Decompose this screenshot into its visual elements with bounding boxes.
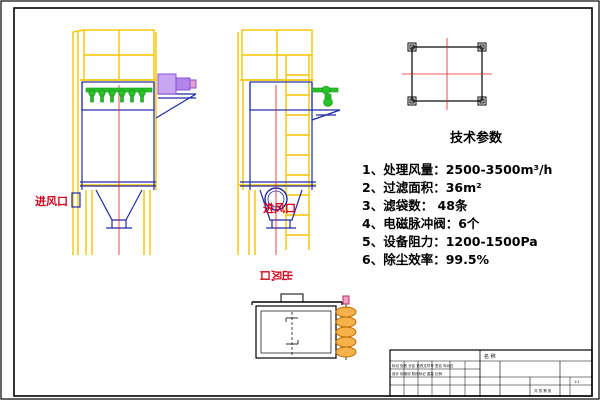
spec-line-1: 1、处理风量：2500-3500m³/h xyxy=(362,162,552,177)
side-view: 进风口 xyxy=(237,29,341,255)
section-view: 出风口 xyxy=(251,269,357,360)
spec-line-4: 4、电磁脉冲阀：6个 xyxy=(362,216,480,231)
side-valve xyxy=(311,85,339,107)
outlet-label-text: 出风口 xyxy=(259,269,294,282)
title-block xyxy=(389,349,593,397)
inlet-label-side: 进风口 xyxy=(263,201,296,215)
inlet-label-left: 进风口 xyxy=(35,194,68,208)
tb-row1: 标记 处数 分区 更改文件号 签名 年月日 xyxy=(392,363,454,368)
spec-line-2: 2、过滤面积：36m² xyxy=(362,180,482,195)
fan-motor xyxy=(157,73,197,95)
valve-coil-stack xyxy=(335,295,357,360)
technical-specs: 技术参数 1、处理风量：2500-3500m³/h 2、过滤面积：36m² 3、… xyxy=(362,130,552,267)
front-view: 进风口 xyxy=(35,29,197,255)
spec-line-5: 5、设备阻力：1200-1500Pa xyxy=(362,234,538,249)
pulse-valve-row xyxy=(85,87,153,103)
spec-line-6: 6、除尘效率：99.5% xyxy=(362,252,490,267)
tb-row2: 设计 标准化 阶段标记 重量 比例 xyxy=(392,371,442,376)
tb-sheet: 共 张 第 张 xyxy=(534,388,552,393)
top-view xyxy=(402,38,492,110)
tb-scale: 1:1 xyxy=(574,380,580,384)
spec-line-3: 3、滤袋数： 48条 xyxy=(362,198,468,213)
specs-title: 技术参数 xyxy=(450,130,503,146)
tb-name-header: 名 称 xyxy=(484,353,496,360)
outlet-label: 出风口 xyxy=(259,269,294,282)
